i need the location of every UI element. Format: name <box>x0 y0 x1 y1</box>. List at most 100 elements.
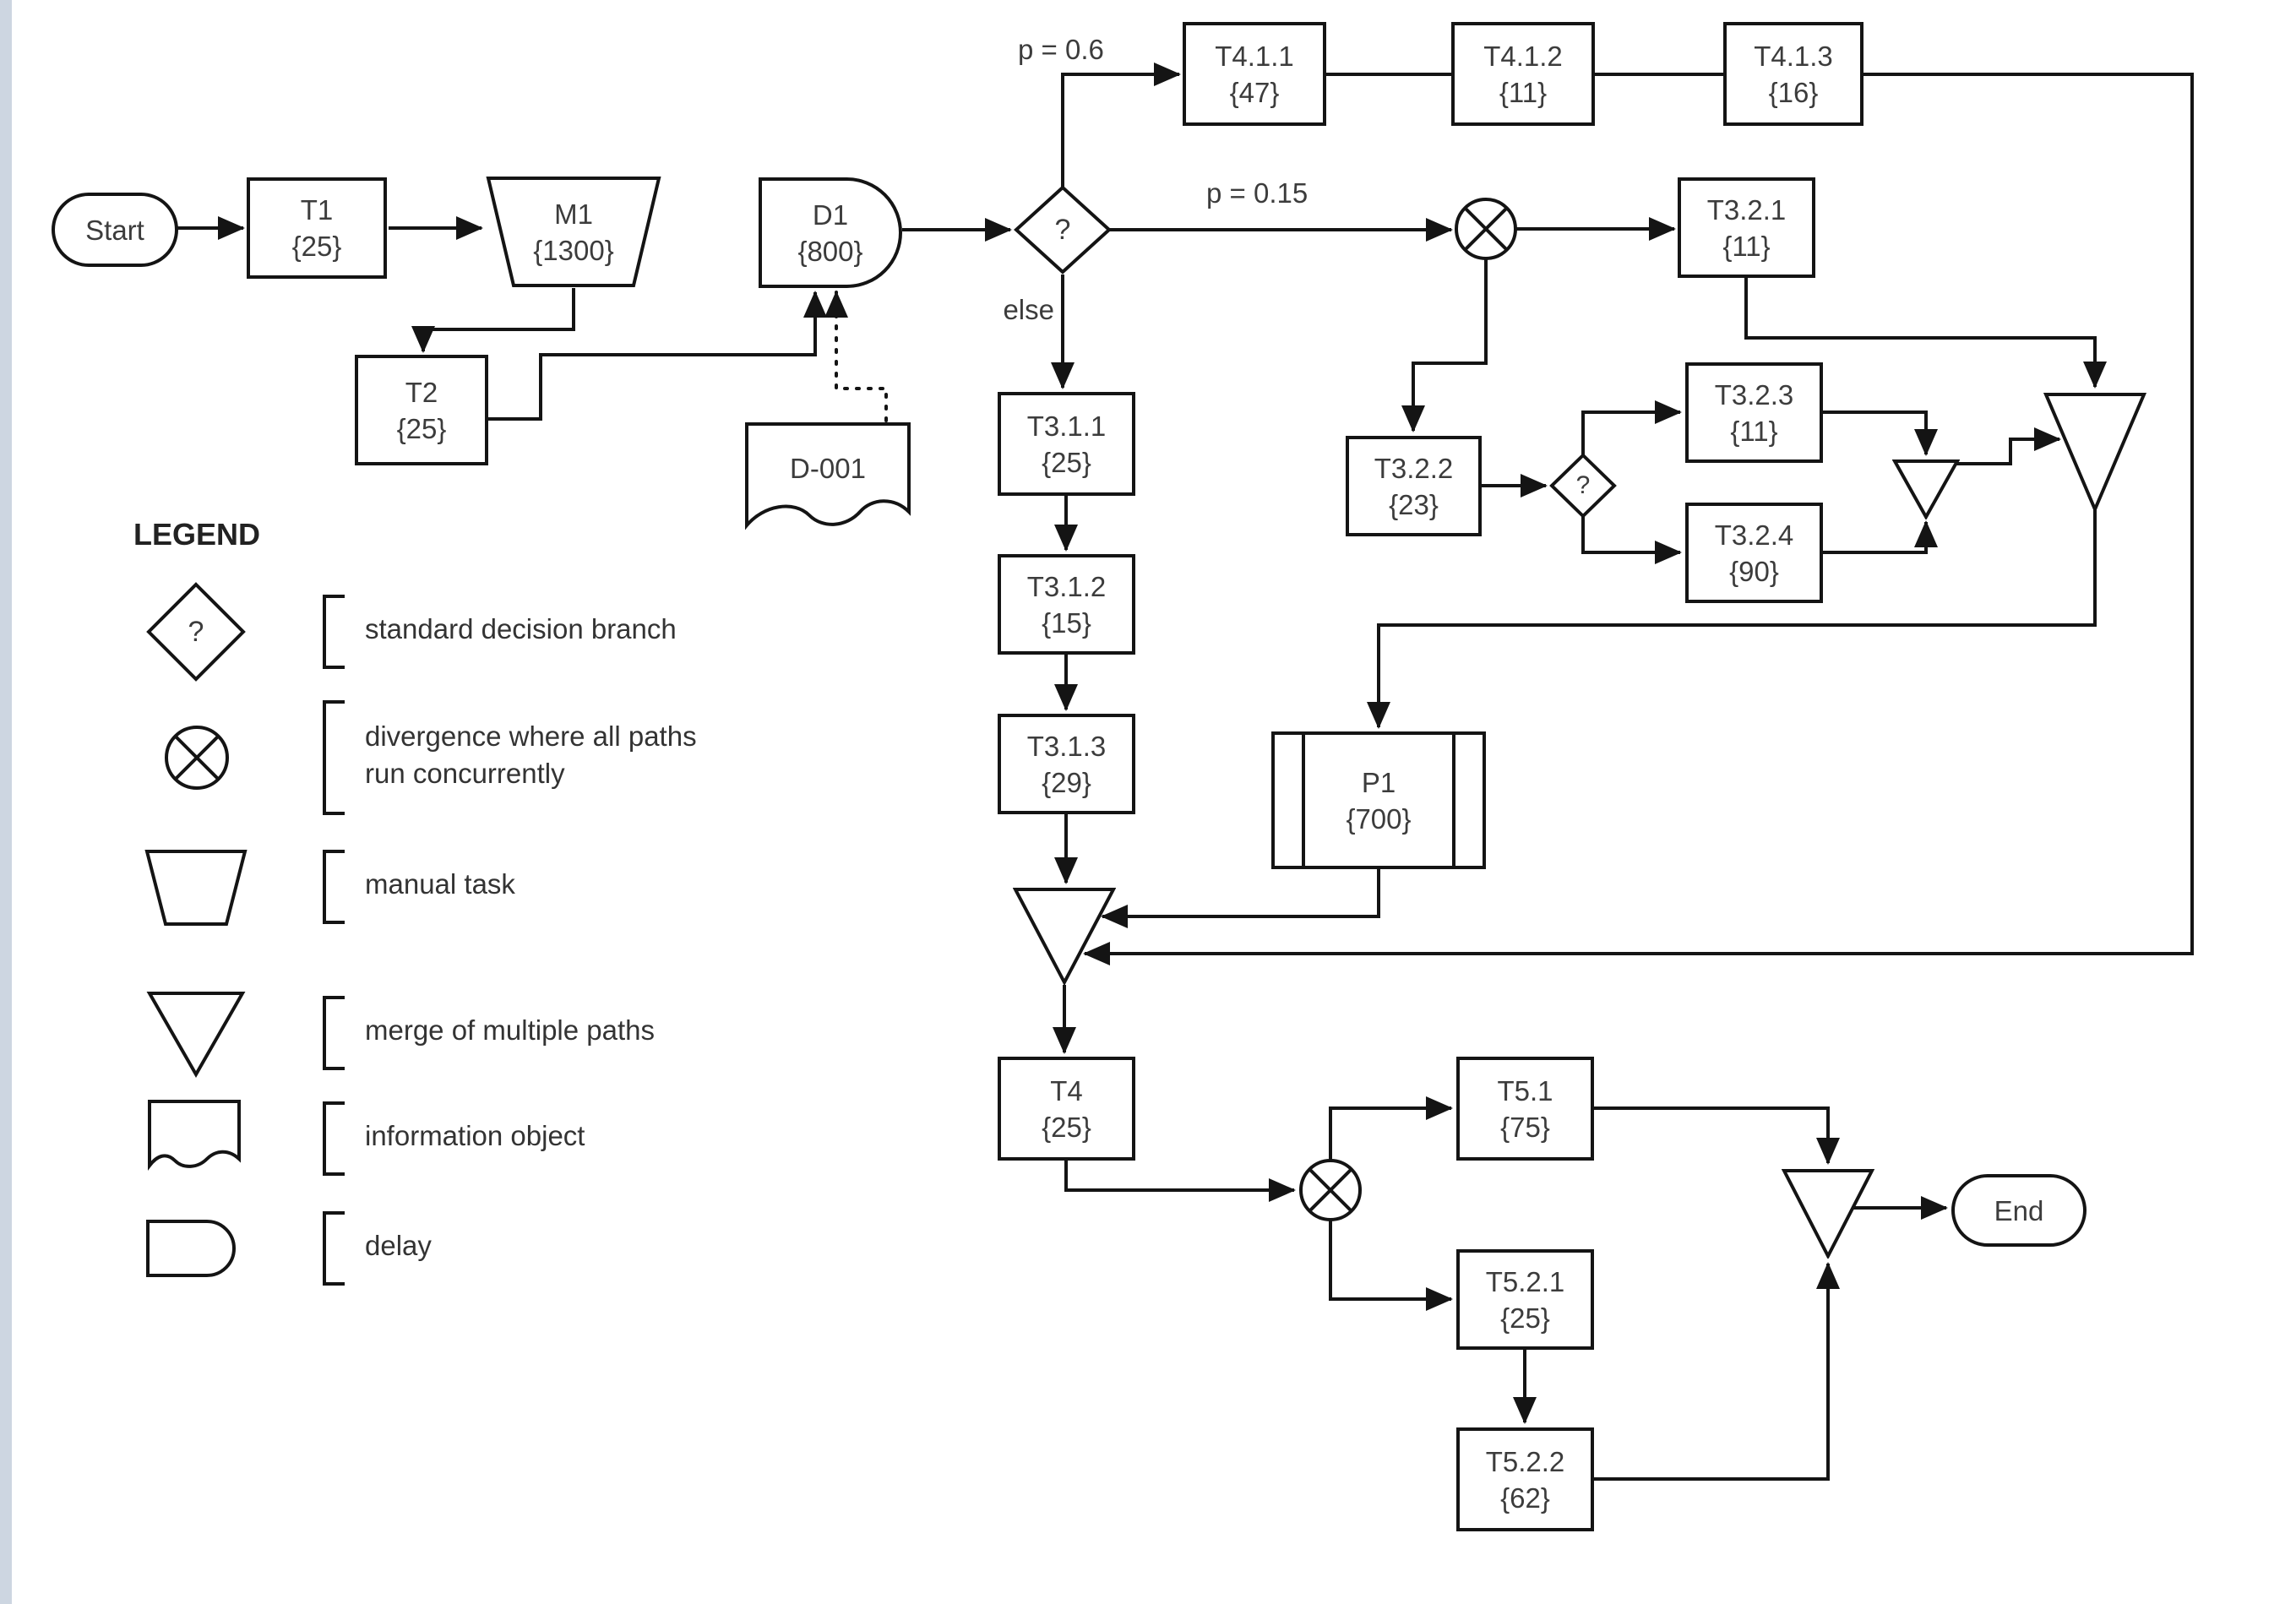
start-label: Start <box>85 214 144 246</box>
task-t324: T3.2.4 {90} <box>1685 503 1823 603</box>
decision-question: ? <box>1575 471 1591 499</box>
node-value: {47} <box>1229 76 1280 108</box>
edge-t51-mergeend <box>1594 1106 1840 1165</box>
legend-item-label: standard decision branch <box>365 613 677 644</box>
node-value: {11} <box>1730 415 1778 447</box>
diamond-shape <box>1014 185 1112 275</box>
manual-task-m1: M1 {1300} <box>485 176 662 288</box>
node-value: {75} <box>1500 1111 1550 1143</box>
probability-label-p06: p = 0.6 <box>1018 34 1104 65</box>
merge-triangle-shape <box>146 992 246 1078</box>
circle-x-shape <box>1299 1159 1362 1221</box>
node-label: P1 <box>1361 766 1396 798</box>
legend-title: LEGEND <box>133 517 261 552</box>
task-t311: T3.1.1 {25} <box>998 392 1135 496</box>
node-label: T3.1.3 <box>1026 730 1107 762</box>
node-value: {25} <box>1042 1111 1091 1143</box>
end-node: End <box>1951 1174 2087 1247</box>
edge-t321-mergeright <box>1744 278 2107 389</box>
node-label: T3.2.1 <box>1706 193 1787 226</box>
left-margin-strip <box>0 0 12 1604</box>
task-t522: T5.2.2 {62} <box>1456 1427 1594 1531</box>
node-label: T4.1.1 <box>1215 40 1294 72</box>
task-t2: T2 {25} <box>355 355 488 465</box>
task-t323: T3.2.3 {11} <box>1685 362 1823 463</box>
decision-question: ? <box>188 615 204 648</box>
edge-decision2-t323 <box>1581 400 1682 455</box>
task-t4: T4 {25} <box>998 1057 1135 1161</box>
node-label: T5.2.2 <box>1485 1445 1565 1477</box>
legend-merge-triangle <box>146 990 246 1078</box>
edge-d001-d1-association <box>824 291 888 422</box>
else-label: else <box>1003 294 1054 325</box>
merge-triangle-shape <box>2043 393 2146 512</box>
node-label: T3.1.1 <box>1026 410 1107 442</box>
trapezoid-shape <box>144 850 248 926</box>
decision-1: ? <box>1014 185 1112 275</box>
edge-decision1-t411-p06 <box>1061 63 1181 188</box>
edge-t324-mergesmall <box>1823 520 1938 554</box>
node-value: {1300} <box>533 234 614 266</box>
edge-t323-mergesmall <box>1823 411 1938 456</box>
decision-2: ? <box>1549 453 1617 519</box>
node-label: T4 <box>1050 1074 1083 1106</box>
node-label: T3.2.2 <box>1374 452 1454 484</box>
merge-center <box>1013 887 1116 985</box>
edge-p1-mergecenter <box>1101 869 1380 928</box>
legend-divergence-circle-x <box>163 724 231 791</box>
node-label: D1 <box>812 198 849 231</box>
legend-item-label: manual task <box>365 868 515 900</box>
node-label: D-001 <box>790 453 866 484</box>
merge-right <box>2043 392 2146 512</box>
legend-bracket <box>323 850 345 924</box>
diamond-shape <box>146 582 246 682</box>
task-t312: T3.1.2 {15} <box>998 554 1135 655</box>
edge-divergence2-t521 <box>1329 1220 1453 1311</box>
legend-item-label: merge of multiple paths <box>365 1014 656 1046</box>
node-label: T4.1.3 <box>1754 40 1833 72</box>
node-label: T1 <box>300 194 334 226</box>
legend-bracket <box>323 996 345 1070</box>
node-label: T3.2.3 <box>1714 378 1794 411</box>
merge-small <box>1892 459 1960 519</box>
node-value: {15} <box>1042 606 1091 639</box>
document-shape <box>745 422 911 530</box>
node-label: T4.1.2 <box>1483 40 1563 72</box>
subprocess-bar-right <box>1452 735 1455 866</box>
node-value: {11} <box>1722 230 1771 262</box>
start-node: Start <box>52 193 178 267</box>
merge-end <box>1782 1168 1874 1259</box>
legend-bracket <box>323 595 345 669</box>
information-object-d001: D-001 <box>743 421 912 539</box>
legend-item-label: divergence where all paths <box>365 720 697 752</box>
task-t51: T5.1 {75} <box>1456 1057 1594 1161</box>
edge-mergeright-p1 <box>1367 509 2097 729</box>
node-value: {25} <box>1042 446 1091 478</box>
document-shape <box>148 1100 241 1171</box>
task-t412: T4.1.2 {11} <box>1451 22 1595 126</box>
node-value: {25} <box>396 412 447 444</box>
node-label: T5.1 <box>1497 1074 1553 1106</box>
node-value: {29} <box>1042 766 1091 798</box>
node-label: T3.1.2 <box>1026 570 1107 602</box>
node-value: {23} <box>1389 488 1439 520</box>
divergence-1 <box>1453 196 1519 262</box>
legend-manual-task-trapezoid <box>144 848 248 927</box>
edge-t522-mergeend <box>1594 1262 1840 1481</box>
node-value: {11} <box>1499 76 1548 108</box>
node-value: {62} <box>1500 1482 1550 1514</box>
node-value: {16} <box>1768 76 1819 108</box>
subprocess-p1: P1 {700} <box>1271 731 1486 869</box>
legend-bracket <box>323 700 345 815</box>
node-value: {800} <box>797 235 863 267</box>
task-t313: T3.1.3 {29} <box>998 714 1135 814</box>
trapezoid-shape <box>486 177 661 287</box>
node-label: T5.2.1 <box>1485 1265 1565 1297</box>
edge-divergence1-t322 <box>1401 258 1488 432</box>
edge-divergence2-t51 <box>1329 1096 1453 1161</box>
task-t1: T1 {25} <box>247 177 387 279</box>
edge-m1-t2 <box>411 288 575 353</box>
divergence-2 <box>1298 1157 1363 1223</box>
probability-label-p015: p = 0.15 <box>1206 177 1309 209</box>
